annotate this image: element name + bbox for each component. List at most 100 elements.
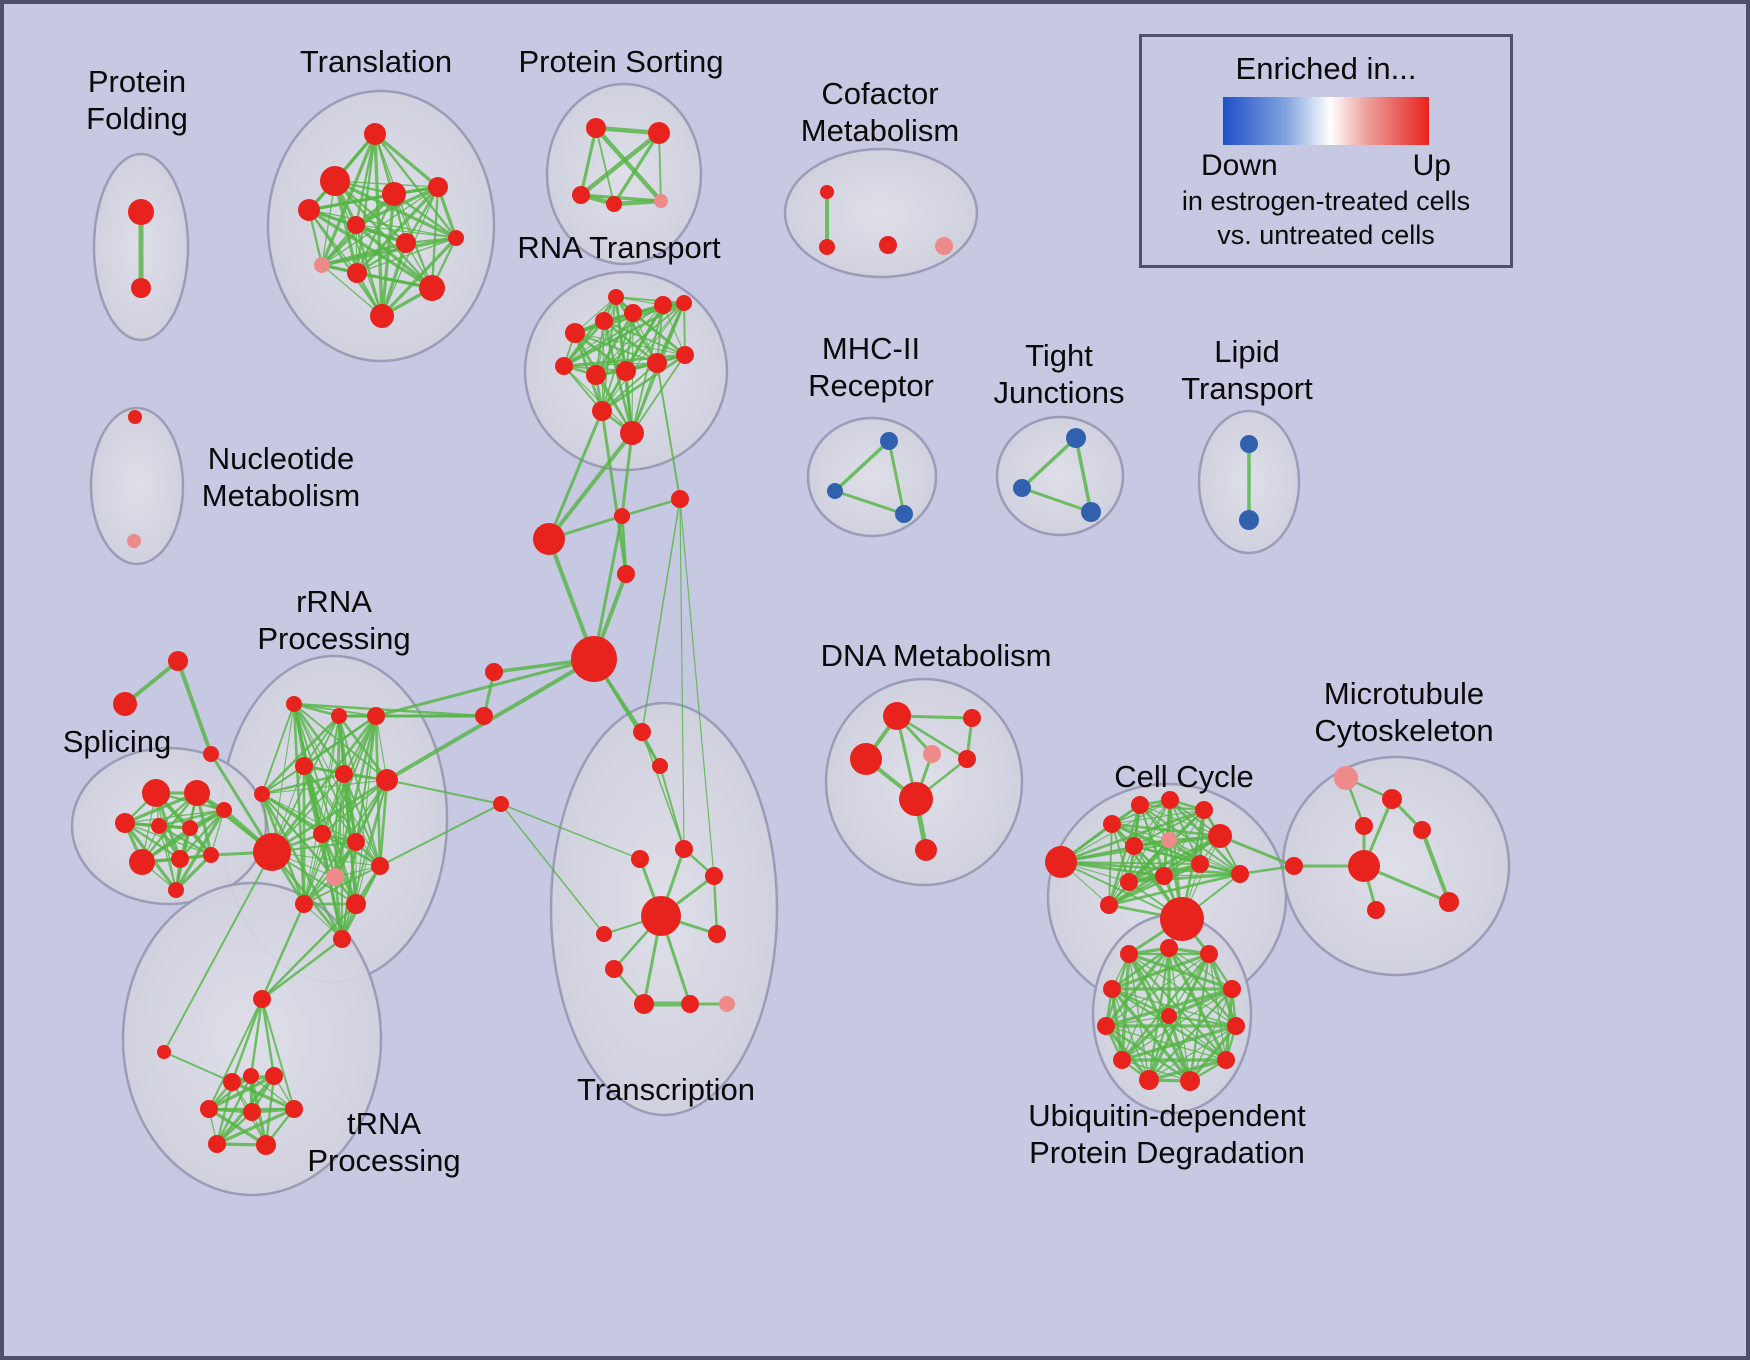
node-t7: [396, 233, 416, 253]
node-r10: [676, 346, 694, 364]
edge-rr14-rr15: [260, 792, 344, 941]
legend: Enriched in... Down Up in estrogen-treat…: [1139, 34, 1513, 268]
node-s4: [151, 818, 167, 834]
node-n8: [493, 796, 509, 812]
node-r13: [608, 289, 624, 305]
edge-f3-rr7: [209, 752, 274, 854]
node-r3: [624, 304, 642, 322]
edge-s4-s9: [157, 824, 213, 857]
node-s10: [168, 882, 184, 898]
node-s5: [182, 820, 198, 836]
node-x2: [652, 758, 668, 774]
edge-c1-c5: [1059, 808, 1206, 864]
edge-t1-t9: [355, 132, 377, 275]
node-r11: [592, 401, 612, 421]
edge-u6-u9: [1105, 1025, 1227, 1061]
edge-r9-h3: [656, 362, 681, 500]
node-mc3: [1355, 817, 1373, 835]
edge-u5-u10: [1147, 987, 1234, 1082]
edge-tr1-tr10: [249, 997, 264, 1078]
edge-r9-r11: [601, 362, 658, 412]
node-rr8: [313, 825, 331, 843]
node-tj2: [1013, 479, 1031, 497]
node-f2: [113, 692, 137, 716]
edge-r9-r13: [614, 295, 659, 365]
legend-down-label: Down: [1201, 149, 1278, 182]
edge-u7-u10: [1148, 1025, 1237, 1081]
edge-c4-c10: [1128, 799, 1171, 883]
edge-tr2-tr3: [163, 1051, 233, 1083]
edge-s6-s10: [174, 808, 226, 892]
edge-u11-u12: [1167, 1014, 1192, 1083]
node-h2: [614, 508, 630, 524]
edge-rr6-rr11: [303, 779, 388, 905]
node-tr6: [243, 1103, 261, 1121]
edge-t3-t10: [307, 208, 434, 290]
edge-ps2-ps5: [658, 132, 662, 202]
cluster-label-protein-sorting: Protein Sorting: [518, 44, 723, 79]
edge-n8-x12: [500, 803, 605, 935]
node-tj3: [1081, 502, 1101, 522]
node-r6: [555, 357, 573, 375]
edge-rr6-rr15: [261, 779, 388, 795]
cluster-label-translation: Translation: [300, 44, 452, 79]
edge-c2-c14: [1111, 823, 1241, 875]
edge-r12-h2: [620, 431, 634, 518]
edge-tj1-tj2: [1020, 436, 1078, 490]
edge-x2-x3: [659, 765, 685, 850]
node-t12: [448, 230, 464, 246]
node-u9: [1217, 1051, 1235, 1069]
node-c10: [1120, 873, 1138, 891]
edge-u2-u7: [1167, 946, 1238, 1028]
edge-t6-t11: [354, 223, 384, 318]
edge-h2-h4: [620, 514, 628, 576]
edge-tj1-tj3: [1074, 436, 1093, 514]
node-m1: [880, 432, 898, 450]
edge-x1-x3: [641, 731, 685, 850]
edge-rr2-rr13: [338, 715, 381, 867]
node-c11: [1155, 867, 1173, 885]
node-t9: [347, 263, 367, 283]
node-ps1: [586, 118, 606, 138]
node-x5: [705, 867, 723, 885]
edge-r12-h1: [547, 431, 634, 541]
node-c8: [1161, 832, 1177, 848]
node-u6: [1097, 1017, 1115, 1035]
edge-c11-c14: [1163, 873, 1241, 877]
edge-c2-c8: [1111, 823, 1170, 841]
edge-t1-t10: [374, 133, 433, 289]
edge-c5-c11: [1163, 809, 1205, 877]
node-nm1: [128, 410, 142, 424]
node-r9: [647, 353, 667, 373]
node-t2: [320, 166, 350, 196]
node-rr2: [331, 708, 347, 724]
node-x3: [675, 840, 693, 858]
node-x10: [681, 995, 699, 1013]
edge-c10-c14: [1127, 872, 1242, 884]
node-r8: [616, 361, 636, 381]
edge-m1-m2: [833, 439, 891, 493]
node-rr11: [295, 895, 313, 913]
node-rr3: [367, 707, 385, 725]
edge-t8-t12: [320, 236, 458, 267]
edge-rr6-rr7: [270, 778, 389, 854]
node-ps2: [648, 122, 670, 144]
node-c1: [1045, 846, 1077, 878]
node-u3: [1200, 945, 1218, 963]
edge-t2-t5: [334, 180, 439, 188]
node-tr5: [200, 1100, 218, 1118]
edge-t5-t10: [430, 185, 440, 290]
legend-caption-line2: vs. untreated cells: [1217, 220, 1435, 250]
edge-m2-m3: [833, 489, 906, 516]
node-rr4: [295, 757, 313, 775]
node-s9: [203, 847, 219, 863]
node-x9: [634, 994, 654, 1014]
edge-rr6-rr13: [378, 778, 389, 868]
node-cm4: [935, 237, 953, 255]
edge-ps1-ps3: [579, 126, 598, 197]
node-d6: [899, 782, 933, 816]
